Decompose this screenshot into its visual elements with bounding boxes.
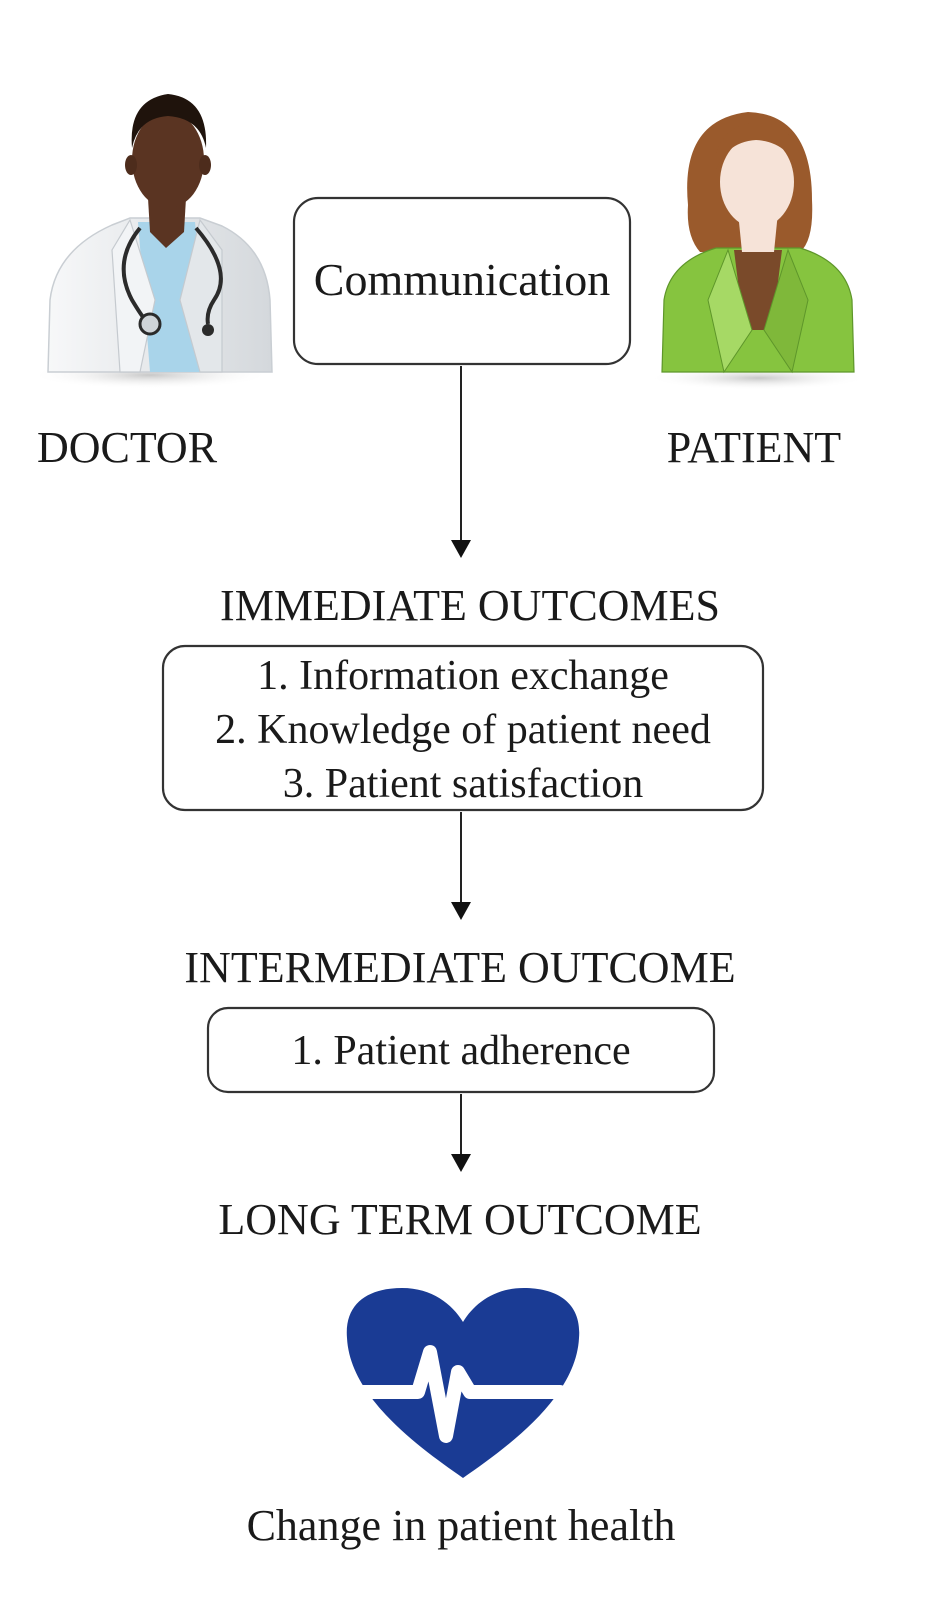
immediate-item: 3. Patient satisfaction — [283, 761, 643, 807]
patient-label: PATIENT — [667, 423, 842, 472]
intermediate-outcome-box — [206, 1006, 716, 1094]
doctor-icon — [30, 94, 273, 389]
immediate-item: 2. Knowledge of patient need — [215, 707, 711, 753]
immediate-item: 1. Information exchange — [257, 653, 669, 699]
long-term-outcome-heading: LONG TERM OUTCOME — [218, 1195, 701, 1244]
communication-label: Communication — [314, 254, 610, 305]
immediate-outcomes-box — [161, 644, 765, 812]
intermediate-outcome-heading: INTERMEDIATE OUTCOME — [184, 943, 735, 992]
arrow-communication-to-immediate — [451, 366, 471, 558]
immediate-outcomes-heading: IMMEDIATE OUTCOMES — [220, 581, 720, 630]
patient-icon — [648, 112, 868, 390]
arrow-immediate-to-intermediate — [451, 812, 471, 920]
communication-box — [292, 196, 632, 366]
arrow-intermediate-to-long-term — [451, 1094, 471, 1172]
long-term-caption: Change in patient health — [247, 1501, 676, 1550]
heart-pulse-icon — [346, 1288, 580, 1478]
doctor-label: DOCTOR — [37, 423, 218, 472]
intermediate-item: 1. Patient adherence — [291, 1028, 630, 1074]
